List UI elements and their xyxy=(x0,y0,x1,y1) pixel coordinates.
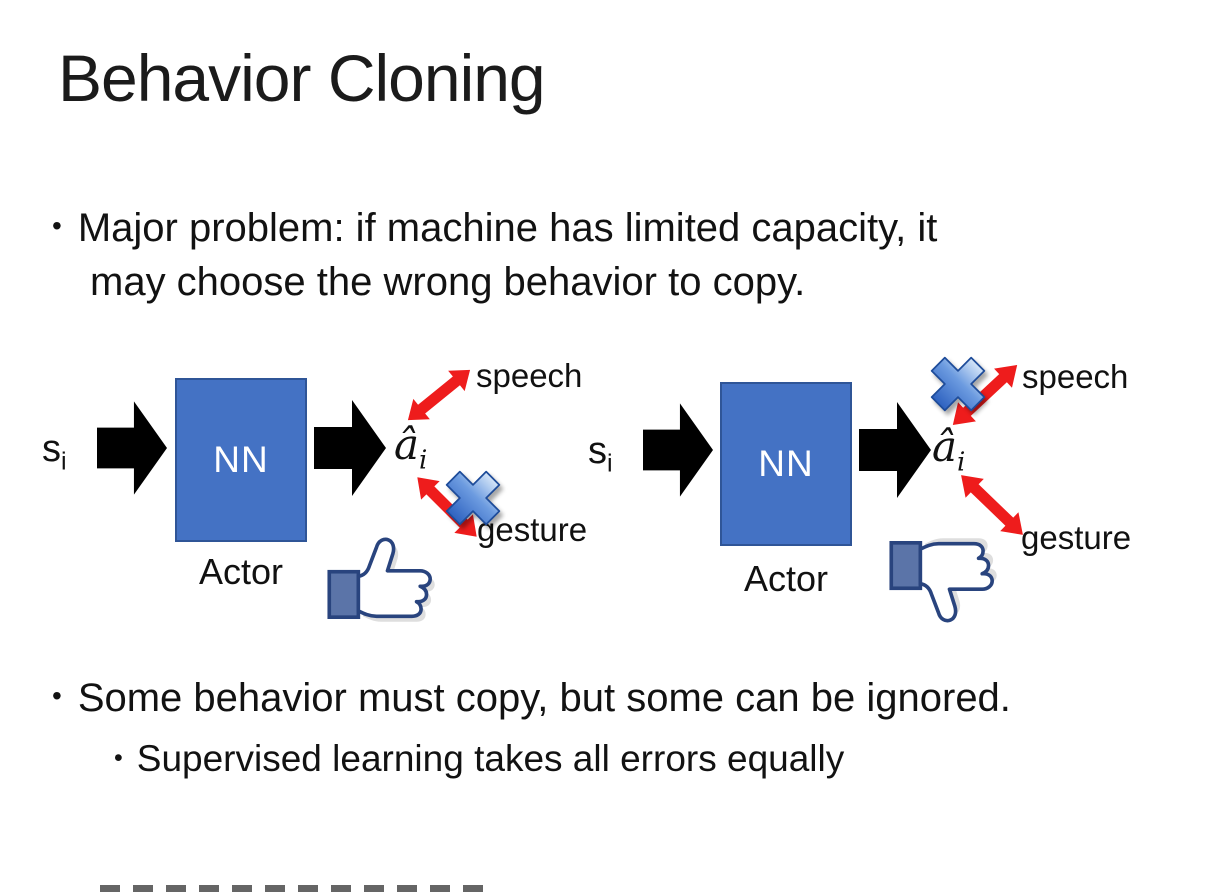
nn-box-label: NN xyxy=(213,439,269,480)
cross-out-icon xyxy=(445,470,501,526)
bullet-glyph: • xyxy=(52,210,62,241)
double-arrow-icon xyxy=(952,364,1018,426)
double-arrow-icon xyxy=(961,475,1023,535)
left-actor-label: Actor xyxy=(198,551,284,592)
action-subscript: i xyxy=(419,445,428,476)
sub-bullet-supervised: • Supervised learning takes all errors eq… xyxy=(114,738,844,780)
right-nn-box: NN xyxy=(720,382,852,546)
bullet-text: Supervised learning takes all errors equ… xyxy=(136,738,845,779)
state-subscript: i xyxy=(61,447,67,476)
bullet-glyph: • xyxy=(114,744,123,772)
right-gesture-label: gesture xyxy=(1021,519,1132,556)
bullet-some-behavior: • Some behavior must copy, but some can b… xyxy=(52,676,1011,721)
left-output-action-label: âi xyxy=(394,420,427,475)
right-output-action-label: âi xyxy=(932,422,965,477)
state-subscript: i xyxy=(607,449,613,478)
left-speech-label: speech xyxy=(476,357,583,394)
flow-arrow-icon xyxy=(643,403,713,497)
nn-box-label: NN xyxy=(758,443,814,484)
thumbs-down-icon xyxy=(889,538,997,623)
flow-arrow-icon xyxy=(859,402,931,498)
thumbs-up-icon xyxy=(327,537,435,622)
slide-title: Behavior Cloning xyxy=(58,41,546,115)
bullet-text: Some behavior must copy, but some can be… xyxy=(77,676,1011,720)
flow-arrow-icon xyxy=(314,400,386,496)
left-gesture-label: gesture xyxy=(477,511,588,548)
bullet-glyph: • xyxy=(52,680,62,711)
right-actor-label: Actor xyxy=(743,558,829,599)
double-arrow-icon xyxy=(407,369,471,421)
action-symbol: â xyxy=(932,422,958,471)
left-nn-box: NN xyxy=(175,378,307,542)
right-speech-label: speech xyxy=(1022,358,1129,395)
bullet-text: Major problem: if machine has limited ca… xyxy=(77,206,938,250)
action-symbol: â xyxy=(394,420,420,469)
state-symbol: s xyxy=(42,428,61,470)
cross-out-icon xyxy=(930,356,986,412)
left-input-state-label: si xyxy=(42,428,67,477)
bullet-major-problem-line2: may choose the wrong behavior to copy. xyxy=(90,260,806,304)
right-input-state-label: si xyxy=(588,430,613,479)
bullet-major-problem-line1: • Major problem: if machine has limited c… xyxy=(52,206,937,251)
action-subscript: i xyxy=(957,447,966,478)
state-symbol: s xyxy=(588,430,607,472)
cutoff-text-strip xyxy=(100,885,490,892)
flow-arrow-icon xyxy=(97,401,167,495)
